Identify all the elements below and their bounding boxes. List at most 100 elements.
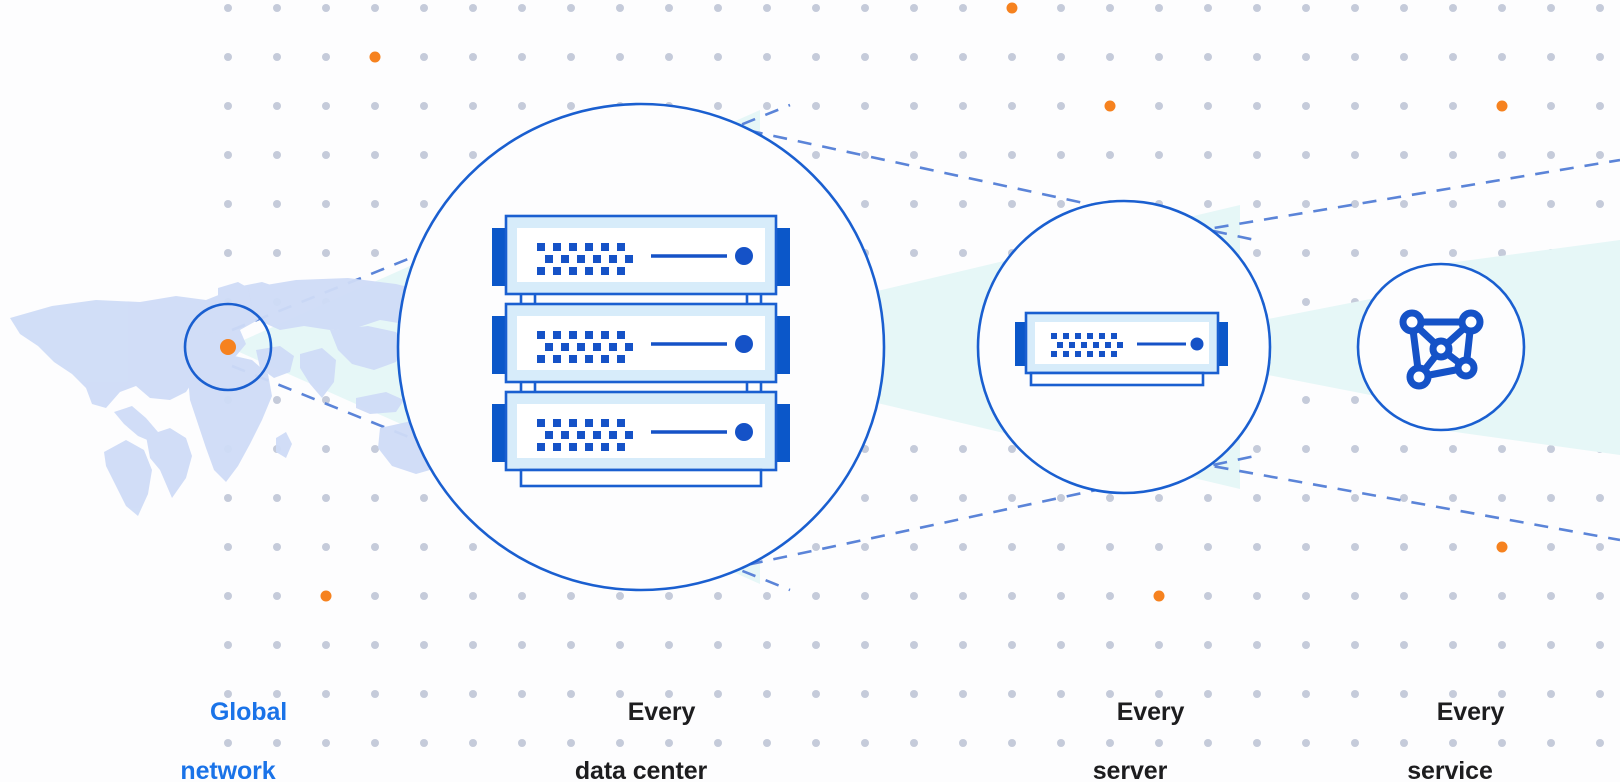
grid-dot [420,53,428,61]
grid-dot [910,102,918,110]
grid-dot-accent [1496,541,1508,553]
grid-dot [1351,494,1359,502]
grid-dot [1400,592,1408,600]
grid-dot [1204,494,1212,502]
grid-dot [322,690,330,698]
grid-dot [861,53,869,61]
grid-dot [1253,641,1261,649]
grid-dot [763,102,771,110]
grid-dot [714,4,722,12]
grid-dot [371,494,379,502]
grid-dot [959,445,967,453]
grid-dot [1106,4,1114,12]
grid-dot-accent [1104,100,1116,112]
grid-dot [322,739,330,747]
grid-dot [1498,445,1506,453]
grid-dot [1008,102,1016,110]
grid-dot [224,53,232,61]
grid-dot [861,739,869,747]
grid-dot [1351,200,1359,208]
grid-dot [1106,543,1114,551]
grid-dot [224,641,232,649]
server-unit-1 [492,214,790,296]
grid-dot-accent [320,590,332,602]
grid-dot [1498,739,1506,747]
grid-dot [763,592,771,600]
grid-dot [1008,445,1016,453]
grid-dot [1057,592,1065,600]
grid-dot [273,396,281,404]
grid-dot [1057,739,1065,747]
grid-dot [1204,53,1212,61]
grid-dot [1596,543,1604,551]
grid-dot [1449,445,1457,453]
grid-dot [861,4,869,12]
grid-dot [959,543,967,551]
grid-dot [1057,543,1065,551]
grid-dot [273,690,281,698]
grid-dot [665,4,673,12]
grid-dot [322,102,330,110]
grid-dot [1449,151,1457,159]
grid-dot [322,396,330,404]
grid-dot [469,102,477,110]
grid-dot [1253,200,1261,208]
grid-dot [273,53,281,61]
grid-dot [1302,396,1310,404]
grid-dot [1008,494,1016,502]
grid-dot [1008,53,1016,61]
grid-dot [322,249,330,257]
grid-dot [1008,739,1016,747]
dash-server-top [1189,158,1620,234]
grid-dot-accent [1006,2,1018,14]
grid-dot [371,249,379,257]
grid-dot [1106,53,1114,61]
location-pin-marker [220,339,236,355]
grid-dot [959,494,967,502]
grid-dot [812,739,820,747]
grid-dot [1351,53,1359,61]
grid-dot [322,641,330,649]
grid-dot [1400,739,1408,747]
grid-dot [420,102,428,110]
grid-dot [371,739,379,747]
grid-dot [273,543,281,551]
grid-dot [1351,102,1359,110]
grid-dot [1449,690,1457,698]
grid-dot [1498,4,1506,12]
grid-dot [1400,200,1408,208]
grid-dot [224,151,232,159]
grid-dot [273,102,281,110]
mesh-node-bottom-right [1454,356,1478,380]
grid-dot [1596,53,1604,61]
grid-dot [371,543,379,551]
grid-dot [861,151,869,159]
mesh-node-top-right [1458,309,1484,335]
server-base-bar [1029,371,1205,387]
server-status-led [735,423,753,441]
grid-dot [1596,592,1604,600]
grid-dot [1106,641,1114,649]
grid-dot [1302,151,1310,159]
grid-dot [518,53,526,61]
server-status-led [735,335,753,353]
grid-dot [1351,151,1359,159]
grid-dot [1204,690,1212,698]
grid-dot [371,102,379,110]
grid-dot [1547,543,1555,551]
grid-dot [273,249,281,257]
grid-dot [420,739,428,747]
grid-dot [910,4,918,12]
grid-dot [1449,641,1457,649]
grid-dot [1106,151,1114,159]
grid-dot [322,151,330,159]
grid-dot [273,592,281,600]
grid-dot [224,543,232,551]
network-mesh-icon [1399,309,1484,390]
grid-dot [1302,494,1310,502]
grid-dot [1253,102,1261,110]
grid-dot [1547,200,1555,208]
grid-dot [910,200,918,208]
grid-dot [959,200,967,208]
grid-dot [665,739,673,747]
